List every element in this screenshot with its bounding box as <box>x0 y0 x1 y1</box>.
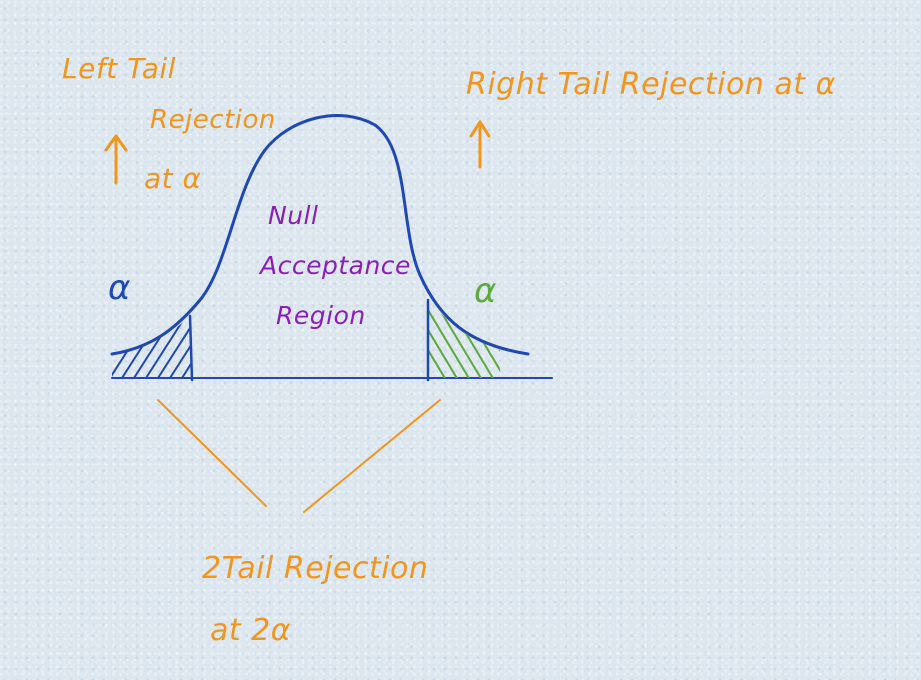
alpha-right-label: α <box>474 271 497 311</box>
left-arrow <box>104 134 128 185</box>
bell-curve <box>110 113 530 356</box>
right-tail-label: Right Tail Rejection at α <box>466 67 836 102</box>
left-tail-label-line2: Rejection <box>150 105 276 135</box>
null-label-line2: Acceptance <box>258 251 411 280</box>
alpha-left-label: α <box>108 268 131 308</box>
right-connector-line <box>303 399 441 513</box>
left-tail-label-line3: at α <box>144 162 202 195</box>
null-label-line3: Region <box>276 301 366 330</box>
left-critical-line <box>188 314 194 382</box>
left-tail-label-line1: Left Tail <box>62 52 176 85</box>
left-connector-line <box>157 399 267 507</box>
null-label-line1: Null <box>268 201 318 230</box>
left-tail-hatch <box>112 316 192 378</box>
right-tail-hatch <box>428 300 500 378</box>
two-tail-label-line2: at 2α <box>210 613 291 648</box>
right-arrow <box>469 120 491 169</box>
two-tail-label-line1: 2Tail Rejection <box>202 551 428 586</box>
